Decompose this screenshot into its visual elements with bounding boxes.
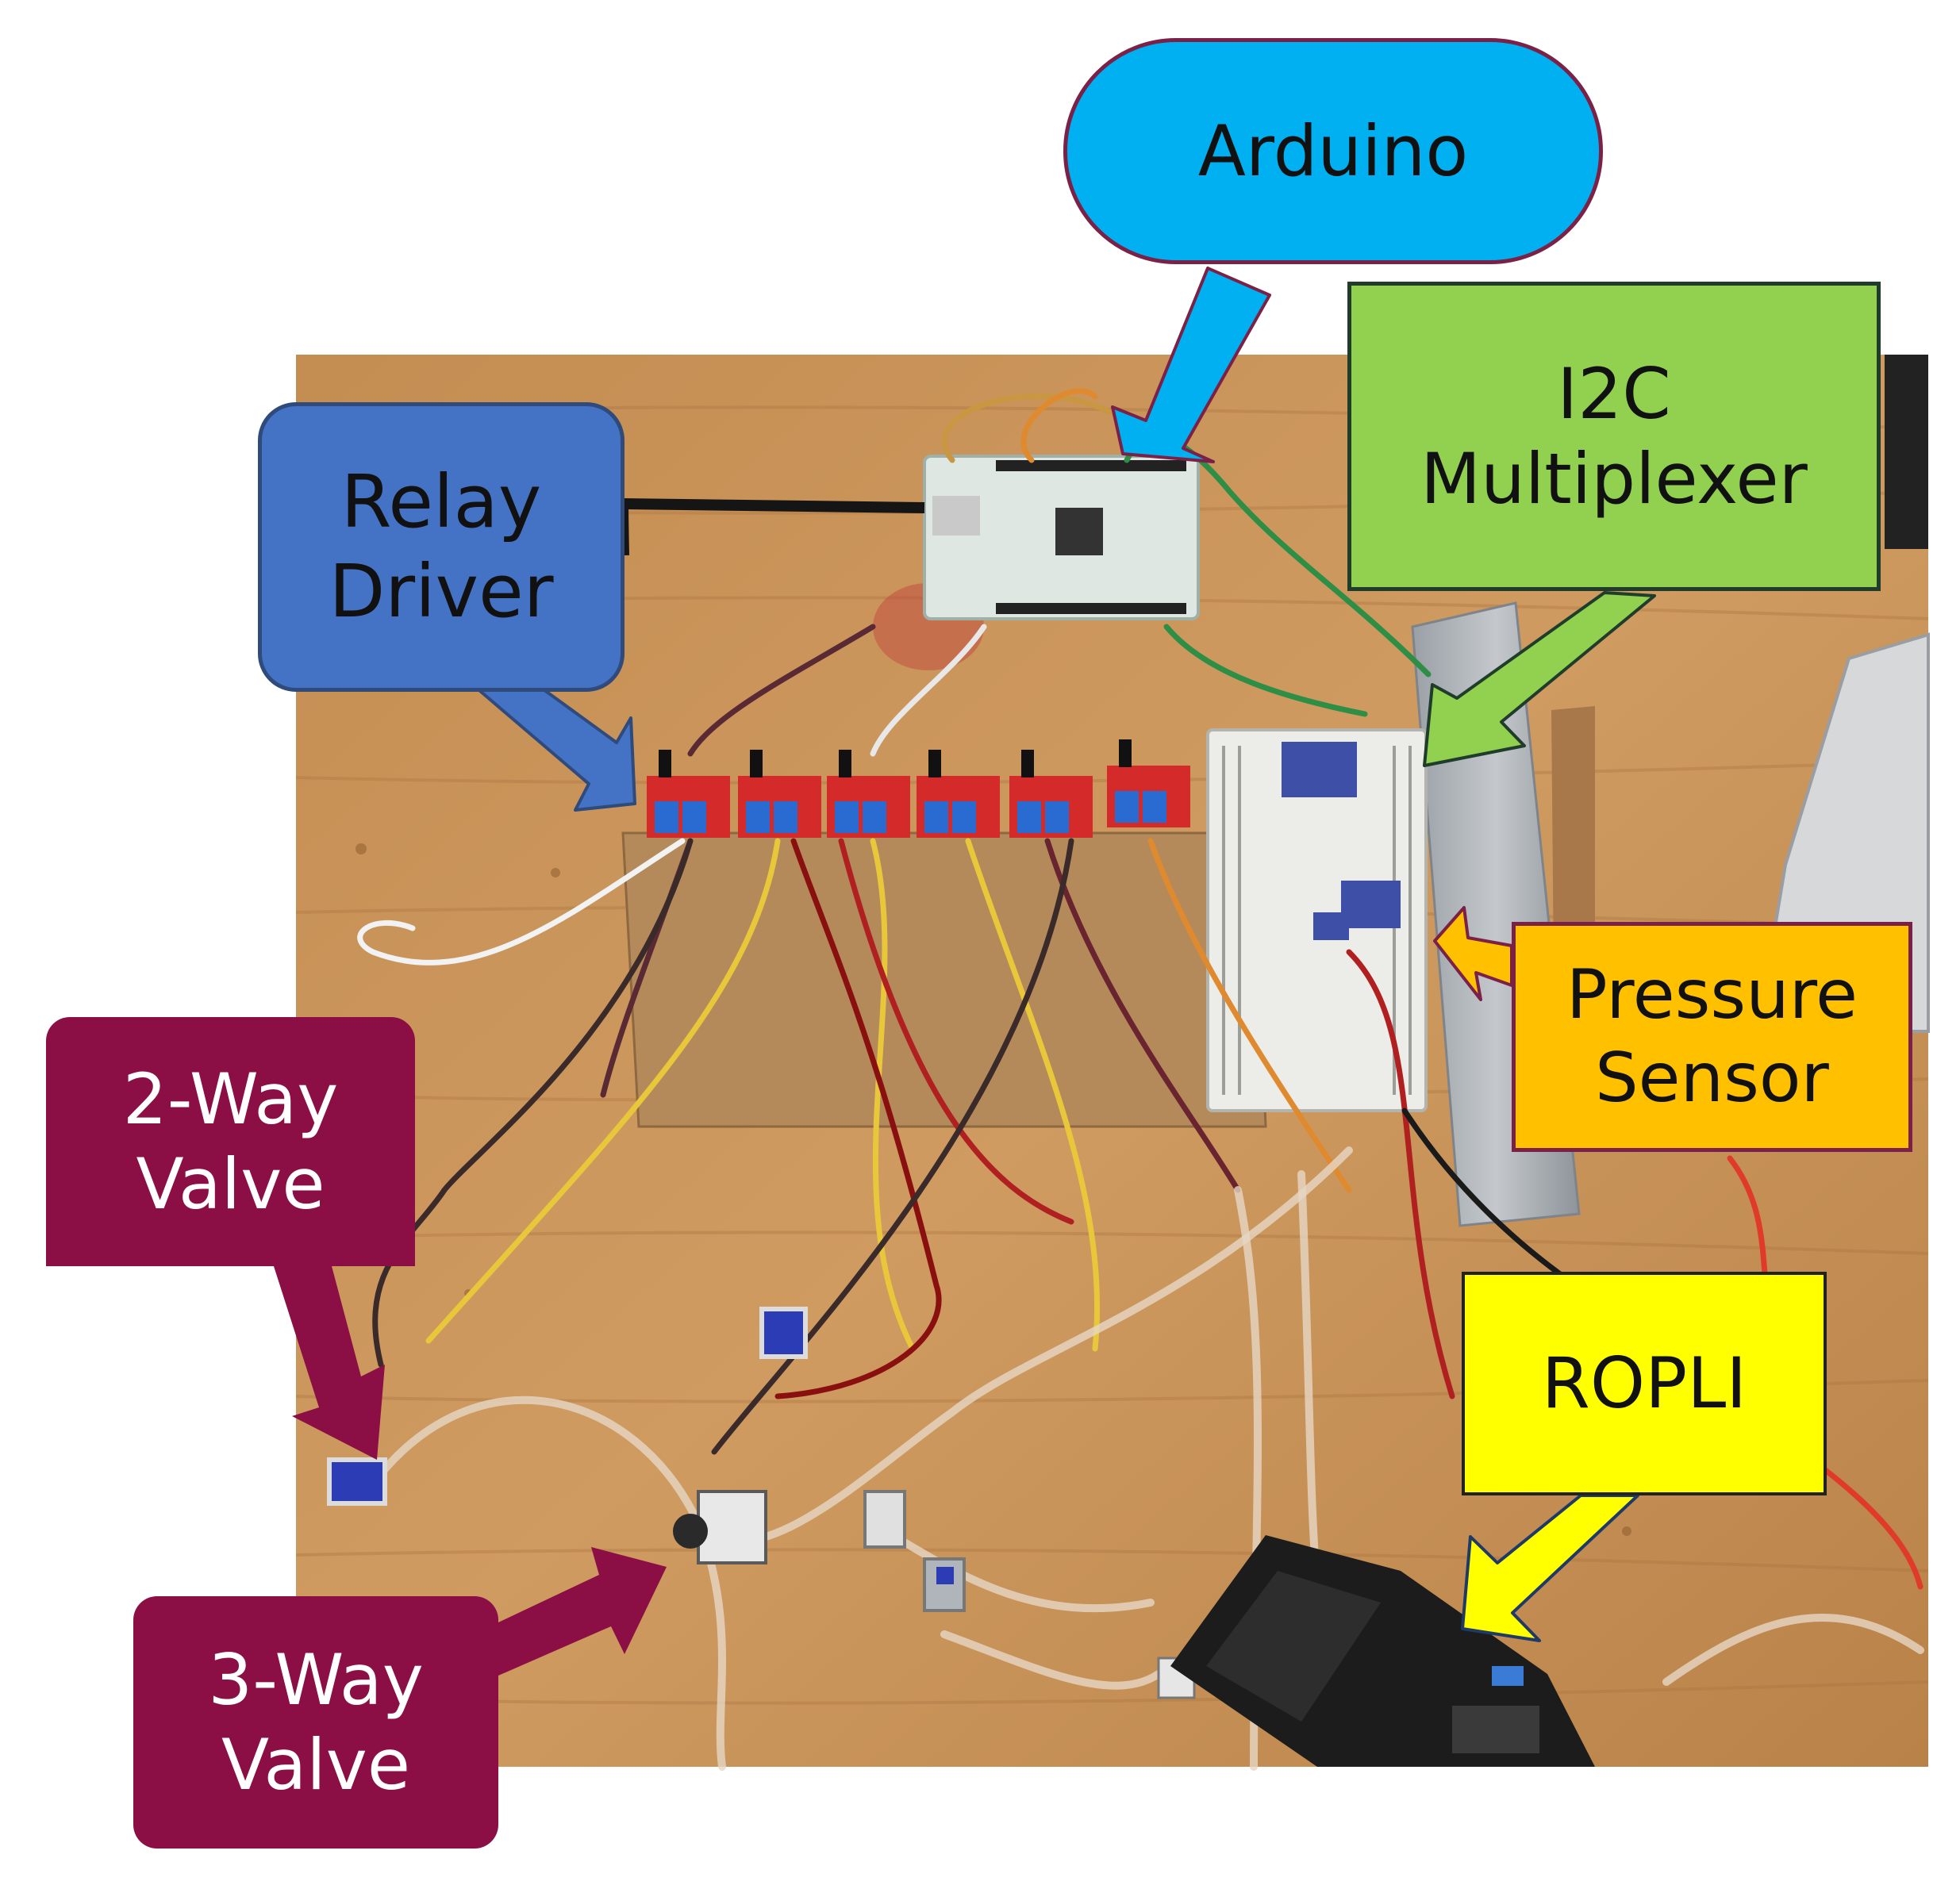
relay-module bbox=[647, 750, 730, 838]
black-device-top-right bbox=[1885, 355, 1928, 549]
ropli-label-text: ROPLI bbox=[1541, 1342, 1747, 1425]
relay-modules bbox=[647, 739, 1190, 838]
relay-driver-label-line1: Relay bbox=[340, 459, 542, 545]
two-way-valve-label-line1: 2-Way bbox=[122, 1058, 339, 1140]
two-way-valve-label: 2-Way Valve bbox=[46, 1017, 415, 1266]
arduino-label-text: Arduino bbox=[1197, 109, 1469, 192]
relay-module bbox=[1009, 750, 1093, 838]
pressure-sensor-label: Pressure Sensor bbox=[1512, 922, 1912, 1152]
valve-part bbox=[863, 1490, 906, 1549]
relay-module bbox=[917, 750, 1000, 838]
arduino-arrow bbox=[1111, 267, 1271, 463]
ropli-device bbox=[1170, 1535, 1595, 1767]
three-way-valve-label: 3-Way Valve bbox=[133, 1596, 498, 1849]
relay-module bbox=[827, 750, 910, 838]
three-way-valve-label-line1: 3-Way bbox=[208, 1638, 424, 1721]
i2c-arrow bbox=[1423, 591, 1656, 767]
two-way-valve-part bbox=[327, 1457, 387, 1506]
relay-module bbox=[1107, 739, 1190, 827]
relay-driver-label-line2: Driver bbox=[329, 548, 554, 634]
relay-module bbox=[738, 750, 821, 838]
arduino-board bbox=[923, 455, 1200, 620]
valves bbox=[327, 1307, 1196, 1699]
ropli-arrow bbox=[1461, 1494, 1639, 1642]
three-way-valve-label-line2: Valve bbox=[221, 1724, 410, 1806]
ropli-label: ROPLI bbox=[1462, 1272, 1827, 1495]
three-way-valve-part bbox=[673, 1490, 767, 1564]
three-way-arrow bbox=[498, 1547, 667, 1676]
two-way-valve-label-line2: Valve bbox=[136, 1143, 325, 1225]
relay-driver-label: Relay Driver bbox=[258, 402, 625, 692]
wires bbox=[357, 388, 1923, 1590]
usb-cable bbox=[622, 498, 925, 513]
pressure-arrow bbox=[1433, 906, 1513, 1001]
breadboard bbox=[1206, 728, 1428, 1112]
i2c-multiplexer-label-line2: Multiplexer bbox=[1420, 438, 1808, 520]
pressure-sensor-label-line2: Sensor bbox=[1595, 1038, 1829, 1118]
i2c-multiplexer-label-line1: I2C bbox=[1557, 352, 1671, 435]
i2c-multiplexer-label: I2C Multiplexer bbox=[1347, 282, 1881, 591]
pressure-sensor-label-line1: Pressure bbox=[1566, 955, 1858, 1035]
arduino-label: Arduino bbox=[1063, 38, 1603, 264]
valve-part bbox=[923, 1557, 966, 1612]
valve-part bbox=[759, 1307, 808, 1359]
two-way-arrow bbox=[274, 1266, 385, 1460]
